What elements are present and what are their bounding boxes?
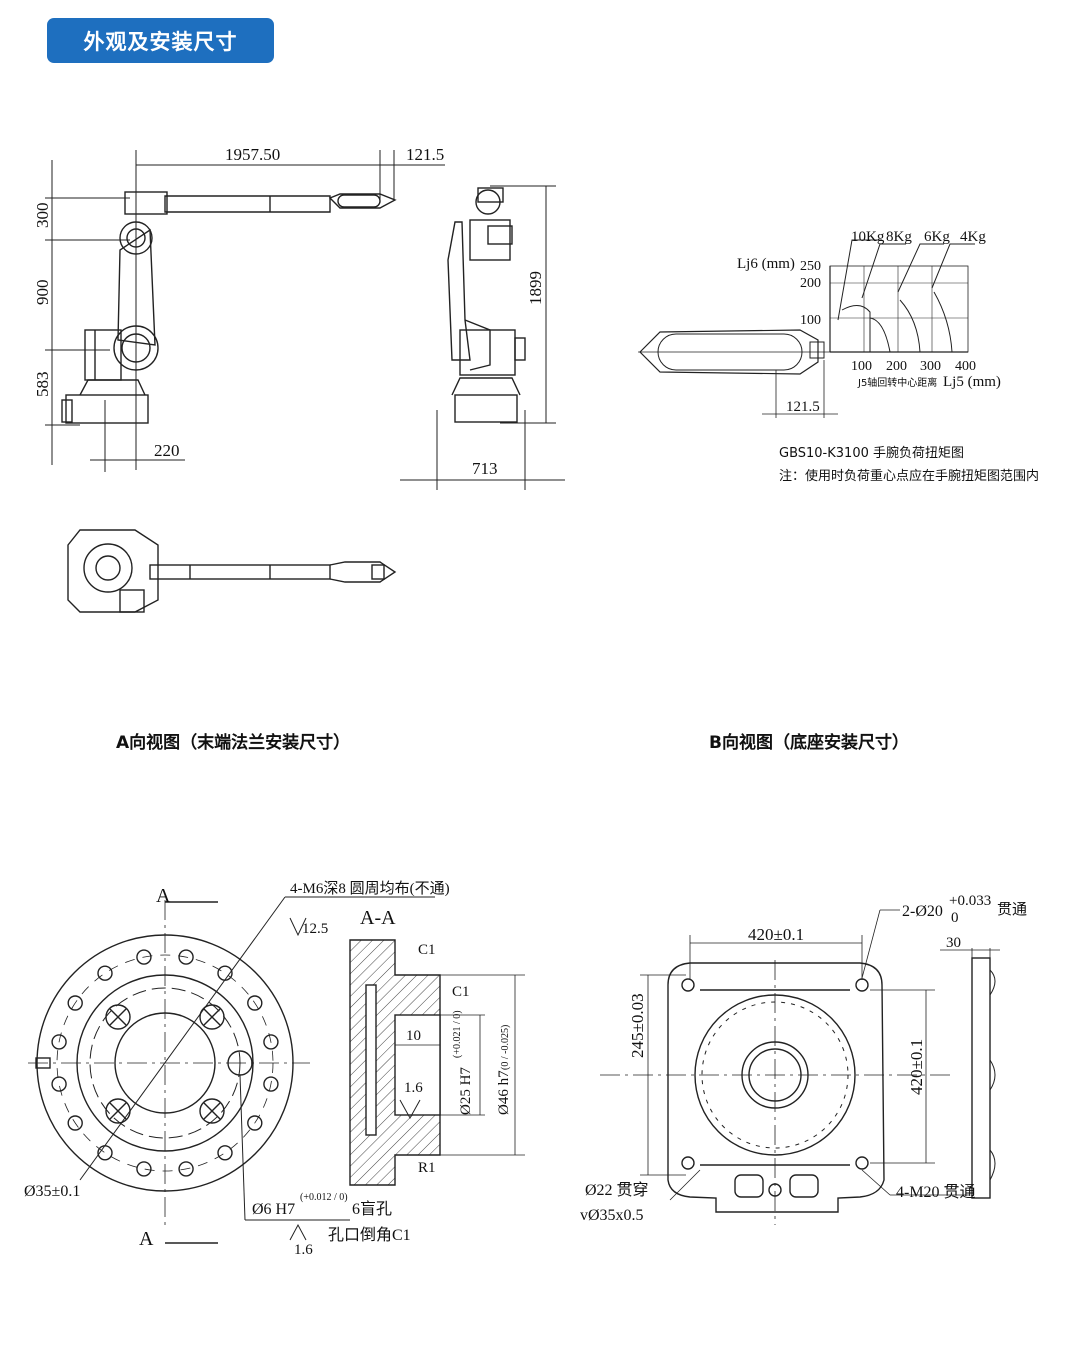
base-dim-245: 245±0.03	[628, 993, 647, 1058]
load-label-8kg: 8Kg	[886, 229, 912, 245]
base-counterbore: vØ35x0.5	[580, 1207, 644, 1224]
base-hole-tol-bottom: 0	[951, 910, 959, 926]
flange-roughness-2: 1.6	[404, 1080, 423, 1096]
base-dia-22: Ø22 贯穿	[585, 1181, 649, 1199]
dim-220: 220	[154, 441, 180, 460]
flange-bolt-hole	[247, 995, 263, 1011]
flange-dia-46-tol: (0 / -0.025)	[500, 1025, 511, 1070]
dim-height: 1899	[526, 271, 545, 305]
flange-hole-chamfer: 孔口倒角C1	[328, 1226, 411, 1244]
chart-title: GBS10-K3100 手腕负荷扭矩图	[779, 445, 964, 461]
flange-dia-46: Ø46 h7	[496, 1070, 512, 1115]
flange-thread-note: 4-M6深8 圆周均布(不通)	[290, 880, 450, 897]
base-hole-tol-top: +0.033	[949, 893, 991, 909]
flange-bolt-hole	[263, 1076, 279, 1092]
flange-pin-hole-tol: (+0.012 / 0)	[300, 1192, 348, 1203]
y-tick-100: 100	[800, 313, 821, 328]
y-tick-200: 200	[800, 276, 821, 291]
base-dim-420-v: 420±0.1	[907, 1039, 926, 1095]
section-mark-top: A	[156, 885, 171, 907]
base-dim-30: 30	[946, 935, 961, 951]
base-drawing	[600, 909, 1000, 1225]
flange-bolt-hole	[178, 949, 194, 965]
x-tick-400: 400	[955, 359, 976, 374]
x-tick-200: 200	[886, 359, 907, 374]
flange-dia-35: Ø35±0.1	[24, 1183, 80, 1200]
robot-front-view	[400, 185, 565, 490]
base-dim-420-h: 420±0.1	[748, 925, 804, 944]
flange-bolt-hole	[247, 1115, 263, 1131]
flange-chamfer-2: C1	[452, 984, 470, 1000]
dim-reach: 1957.50	[225, 145, 280, 164]
section-header-tab: 外观及安装尺寸	[47, 18, 274, 63]
flange-bolt-hole	[217, 1145, 233, 1161]
base-through-1: 贯通	[997, 900, 1027, 918]
chart-y-label: Lj6 (mm)	[737, 256, 795, 272]
flange-bolt-hole	[67, 995, 83, 1011]
flange-dia-25-tol: (+0.021 / 0)	[452, 1010, 463, 1058]
flange-bolt-hole	[263, 1034, 279, 1050]
dim-583: 583	[33, 372, 52, 398]
base-hole-note: 2-Ø20	[902, 903, 943, 920]
flange-bolt-hole	[51, 1034, 67, 1050]
y-tick-250: 250	[800, 259, 821, 274]
base-thread-note: 4-M20 贯通	[896, 1183, 976, 1201]
chart-x-sublabel: J5轴回转中心距离	[857, 376, 937, 389]
section-mark-bottom: A	[139, 1228, 154, 1250]
chart-note: 注：使用时负荷重心点应在手腕扭矩图范围内	[779, 468, 1039, 484]
torque-chart	[638, 239, 975, 418]
robot-top-view	[67, 529, 397, 613]
x-tick-300: 300	[920, 359, 941, 374]
chart-x-label: Lj5 (mm)	[943, 374, 1001, 390]
caption-view-a: A向视图（末端法兰安装尺寸）	[116, 733, 351, 753]
flange-blind-hole: 6盲孔	[352, 1200, 392, 1218]
dim-width: 713	[472, 459, 498, 478]
load-label-4kg: 4Kg	[960, 229, 986, 245]
flange-bolt-hole	[178, 1161, 194, 1177]
flange-roughness-3: 1.6	[294, 1242, 313, 1258]
flange-bolt-hole	[67, 1115, 83, 1131]
flange-bolt-hole	[136, 1161, 152, 1177]
dim-300: 300	[33, 203, 52, 229]
robot-side-view	[45, 150, 445, 472]
load-label-10kg: 10Kg	[851, 229, 885, 245]
dim-tip: 121.5	[406, 145, 444, 164]
caption-view-b: B向视图（底座安装尺寸）	[709, 733, 909, 753]
flange-bolt-hole	[97, 965, 113, 981]
flange-radius: R1	[418, 1160, 436, 1176]
chart-offset-dim: 121.5	[786, 399, 820, 415]
dim-900: 900	[33, 280, 52, 306]
flange-bolt-hole	[51, 1076, 67, 1092]
flange-chamfer-1: C1	[418, 942, 436, 958]
x-tick-100: 100	[851, 359, 872, 374]
flange-depth-10: 10	[406, 1028, 421, 1044]
section-header-title: 外观及安装尺寸	[83, 29, 238, 54]
load-label-6kg: 6Kg	[924, 229, 950, 245]
flange-dia-25: Ø25 H7	[458, 1067, 474, 1115]
flange-bolt-hole	[136, 949, 152, 965]
flange-drawing	[28, 896, 525, 1244]
flange-roughness-1: 12.5	[302, 921, 328, 937]
flange-section-title: A-A	[360, 907, 396, 929]
flange-pin-hole: Ø6 H7	[252, 1201, 295, 1218]
